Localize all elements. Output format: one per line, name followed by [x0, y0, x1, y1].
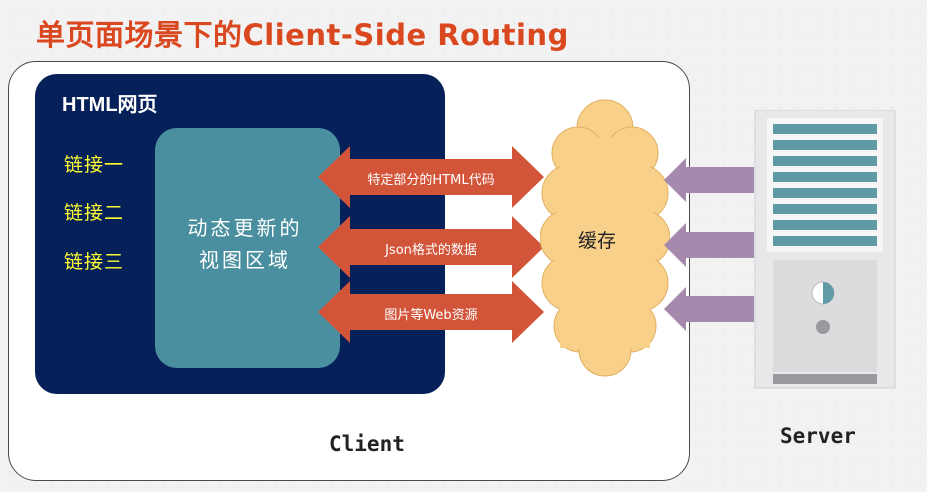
server-tower-icon	[754, 110, 896, 389]
arrow-shape	[664, 223, 754, 267]
arrow-shape	[318, 146, 544, 208]
link-two[interactable]: 链接二	[64, 202, 125, 224]
link-three[interactable]: 链接三	[64, 251, 125, 273]
arrow-label-json-data: Json格式的数据	[385, 243, 477, 258]
client-label: Client	[329, 432, 405, 456]
double-arrow-web-resources	[318, 281, 544, 343]
arrow-label-html-code: 特定部分的HTML代码	[367, 173, 495, 188]
html-page-title: HTML网页	[62, 94, 158, 116]
cache-cloud-icon	[540, 99, 670, 377]
arrow-shape	[664, 158, 754, 202]
arrow-shape	[664, 287, 754, 331]
cache-label: 缓存	[578, 230, 617, 252]
slide-title: 单页面场景下的Client-Side Routing	[36, 18, 569, 52]
arrow-label-web-resources: 图片等Web资源	[384, 308, 478, 323]
arrow-shape	[318, 281, 544, 343]
arrow-shape	[318, 216, 544, 278]
dynamic-label-line-2: 视图区域	[199, 248, 291, 272]
dynamic-label-line-1: 动态更新的	[187, 216, 303, 240]
server-label: Server	[780, 424, 856, 448]
server-arrow-2	[664, 223, 754, 267]
double-arrow-json-data	[318, 216, 544, 278]
server-arrow-3	[664, 287, 754, 331]
double-arrow-html-code	[318, 146, 544, 208]
link-one[interactable]: 链接一	[64, 154, 125, 176]
dynamic-view-region-label: 动态更新的 视图区域	[165, 212, 325, 276]
server-arrow-1	[664, 158, 754, 202]
dynamic-view-region	[155, 128, 340, 368]
